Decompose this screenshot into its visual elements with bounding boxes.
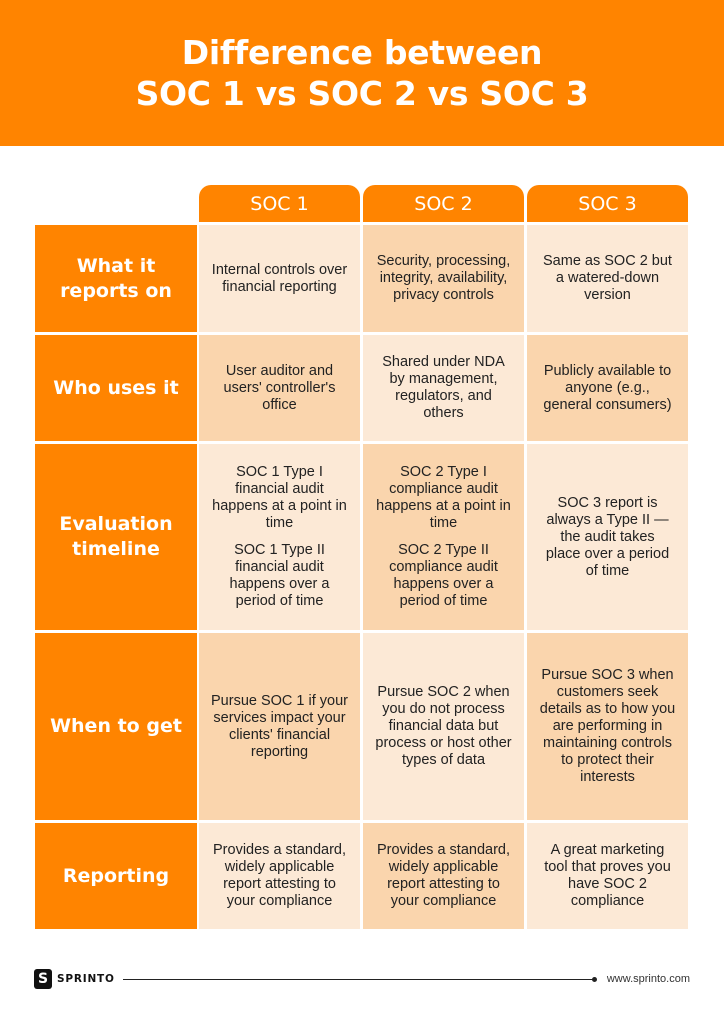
cell-when-to-get-soc3: Pursue SOC 3 when customers seek details…	[527, 633, 688, 820]
cell-reporting-soc1: Provides a standard, widely applicable r…	[199, 823, 360, 929]
column-header-soc1: SOC 1	[199, 185, 360, 222]
cell-text-type-1: SOC 2 Type I compliance audit happens at…	[376, 464, 511, 531]
cell-evaluation-timeline-soc3: SOC 3 report is always a Type II — the a…	[527, 444, 688, 630]
cell-what-it-reports-on-soc3: Same as SOC 2 but a watered-down version	[527, 225, 688, 332]
column-header-soc3: SOC 3	[527, 185, 688, 222]
title-banner: Difference between SOC 1 vs SOC 2 vs SOC…	[0, 0, 724, 146]
cell-text: Same as SOC 2 but a watered-down version	[543, 253, 672, 303]
cell-text: Pursue SOC 1 if your services impact you…	[211, 692, 348, 760]
cell-when-to-get-soc1: Pursue SOC 1 if your services impact you…	[199, 633, 360, 820]
cell-text: Pursue SOC 3 when customers seek details…	[539, 667, 676, 785]
cell-text: Security, processing, integrity, availab…	[376, 253, 511, 303]
row-label-evaluation-timeline: Evaluation timeline	[35, 444, 197, 630]
cell-text-type-1: SOC 1 Type I financial audit happens at …	[212, 464, 347, 531]
cell-text: Provides a standard, widely applicable r…	[377, 842, 510, 909]
row-label-who-uses-it: Who uses it	[35, 335, 197, 441]
cell-text-type-2: SOC 1 Type II financial audit happens ov…	[229, 542, 330, 609]
cell-text: Pursue SOC 2 when you do not process fin…	[375, 684, 512, 768]
cell-who-uses-it-soc3: Publicly available to anyone (e.g., gene…	[527, 335, 688, 441]
cell-text: Publicly available to anyone (e.g., gene…	[543, 362, 672, 413]
column-header-soc2: SOC 2	[363, 185, 524, 222]
page-title-line-1: Difference between	[181, 33, 543, 72]
footer: S SPRINTO www.sprinto.com	[34, 968, 690, 990]
cell-text-type-2: SOC 2 Type II compliance audit happens o…	[389, 542, 498, 609]
cell-evaluation-timeline-soc2: SOC 2 Type I compliance audit happens at…	[363, 444, 524, 630]
cell-text: Provides a standard, widely applicable r…	[213, 842, 346, 909]
row-label-reporting: Reporting	[35, 823, 197, 929]
cell-who-uses-it-soc1: User auditor and users' controller's off…	[199, 335, 360, 441]
cell-text: Internal controls over financial reporti…	[211, 261, 348, 295]
cell-reporting-soc3: A great marketing tool that proves you h…	[527, 823, 688, 929]
cell-what-it-reports-on-soc2: Security, processing, integrity, availab…	[363, 225, 524, 332]
page-title-line-2: SOC 1 vs SOC 2 vs SOC 3	[135, 74, 589, 113]
cell-when-to-get-soc2: Pursue SOC 2 when you do not process fin…	[363, 633, 524, 820]
footer-divider-line	[122, 976, 597, 982]
cell-text: Shared under NDA by management, regulato…	[382, 354, 505, 421]
website-link[interactable]: www.sprinto.com	[606, 973, 690, 985]
cell-who-uses-it-soc2: Shared under NDA by management, regulato…	[363, 335, 524, 441]
cell-text: SOC 3 report is always a Type II — the a…	[545, 494, 670, 579]
cell-what-it-reports-on-soc1: Internal controls over financial reporti…	[199, 225, 360, 332]
brand-name: SPRINTO	[57, 973, 115, 985]
sprinto-logo-icon: S	[34, 969, 52, 989]
cell-reporting-soc2: Provides a standard, widely applicable r…	[363, 823, 524, 929]
row-label-when-to-get: When to get	[35, 633, 197, 820]
cell-text: A great marketing tool that proves you h…	[544, 842, 671, 909]
cell-evaluation-timeline-soc1: SOC 1 Type I financial audit happens at …	[199, 444, 360, 630]
cell-text: User auditor and users' controller's off…	[223, 362, 336, 413]
row-label-what-it-reports-on: What it reports on	[35, 225, 197, 332]
